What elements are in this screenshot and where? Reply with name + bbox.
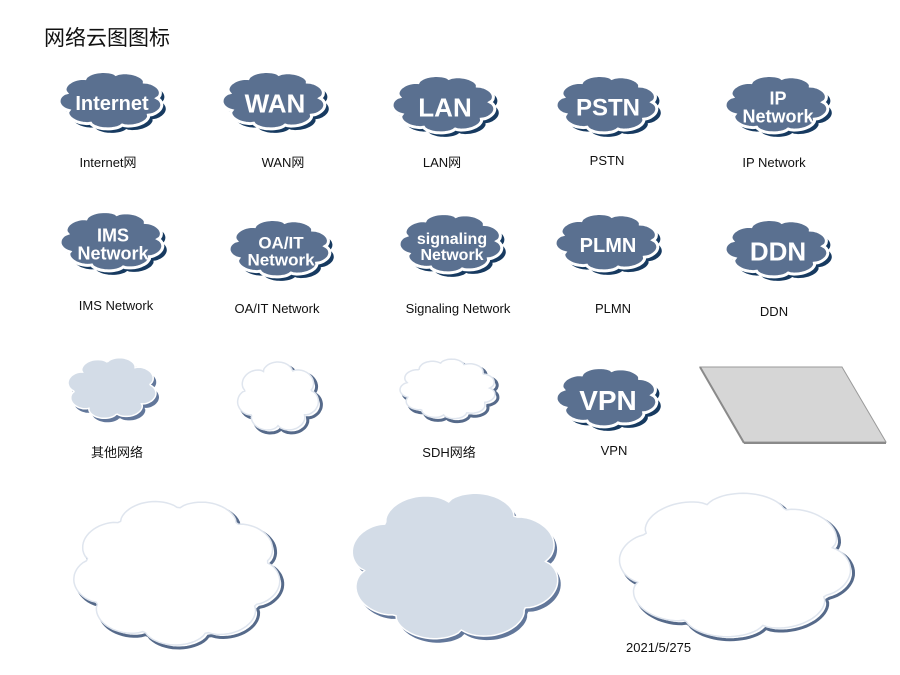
cloud-shape [73, 500, 285, 650]
page-number: 2021/5/275 [626, 640, 692, 655]
wan-caption: WAN网 [261, 155, 305, 170]
cloud-label: PSTN [576, 95, 640, 122]
large-outline-cloud-icon [72, 498, 288, 652]
vpn-cloud-icon: VPN [554, 365, 665, 434]
cloud-shape [67, 356, 159, 423]
cloud-label: Internet [75, 93, 149, 115]
plane-shape-icon [696, 364, 888, 448]
cloud-label: signaling [417, 231, 487, 248]
cloud-label: Network [420, 247, 483, 264]
plmn-cloud-icon: PLMN [553, 212, 666, 278]
signaling-network-caption: Signaling Network [405, 301, 511, 316]
cloud-shape: DDN [723, 218, 832, 281]
ip-network-caption: IP Network [742, 155, 806, 170]
cloud-label: VPN [579, 385, 637, 416]
plane-shape [699, 366, 887, 444]
page-title: 网络云图图标 [44, 26, 170, 50]
vpn-caption: VPN [600, 443, 628, 458]
lan-caption: LAN网 [422, 155, 462, 170]
cloud-shape [351, 492, 561, 643]
cloud-label: IP [769, 88, 786, 108]
cloud-shape: PSTN [554, 74, 661, 137]
other-network-caption: 其他网络 [90, 445, 144, 460]
cloud-label: WAN [245, 88, 306, 118]
cloud-shape: VPN [554, 365, 661, 431]
large-outline-cloud-2-icon [618, 492, 858, 644]
internet-caption: Internet网 [79, 155, 137, 170]
cloud-shape [618, 492, 856, 642]
cloud-label: Network [77, 243, 149, 263]
lan-cloud-icon: LAN [390, 74, 503, 140]
oait-network-caption: OA/IT Network [234, 301, 320, 316]
cloud-shape: Internet [57, 70, 166, 133]
internet-cloud-icon: Internet [57, 70, 170, 136]
sdh-network-cloud-icon [399, 358, 503, 426]
cloud-label: IMS [97, 225, 129, 245]
cloud-label: PLMN [580, 235, 637, 257]
cloud-label: LAN [418, 92, 471, 122]
cloud-shape: PLMN [553, 212, 662, 275]
wan-cloud-icon: WAN [220, 70, 333, 136]
large-filled-cloud-icon [348, 490, 568, 648]
ims-network-caption: IMS Network [78, 298, 154, 313]
cloud-label: Network [742, 106, 814, 126]
other-network-cloud-icon [66, 356, 164, 426]
sdh-network-caption: SDH网络 [422, 445, 476, 460]
cloud-shape: LAN [390, 74, 499, 137]
outline-cloud-icon [236, 361, 326, 439]
ddn-caption: DDN [759, 304, 789, 319]
cloud-label: OA/IT [258, 234, 304, 253]
plmn-caption: PLMN [594, 301, 632, 316]
cloud-label: Network [247, 251, 315, 270]
cloud-shape [399, 358, 500, 424]
cloud-shape: WAN [220, 70, 329, 133]
ddn-cloud-icon: DDN [723, 218, 836, 284]
cloud-label: DDN [750, 236, 806, 266]
pstn-caption: PSTN [589, 153, 625, 168]
cloud-shape [236, 361, 323, 435]
pstn-cloud-icon: PSTN [554, 74, 665, 140]
